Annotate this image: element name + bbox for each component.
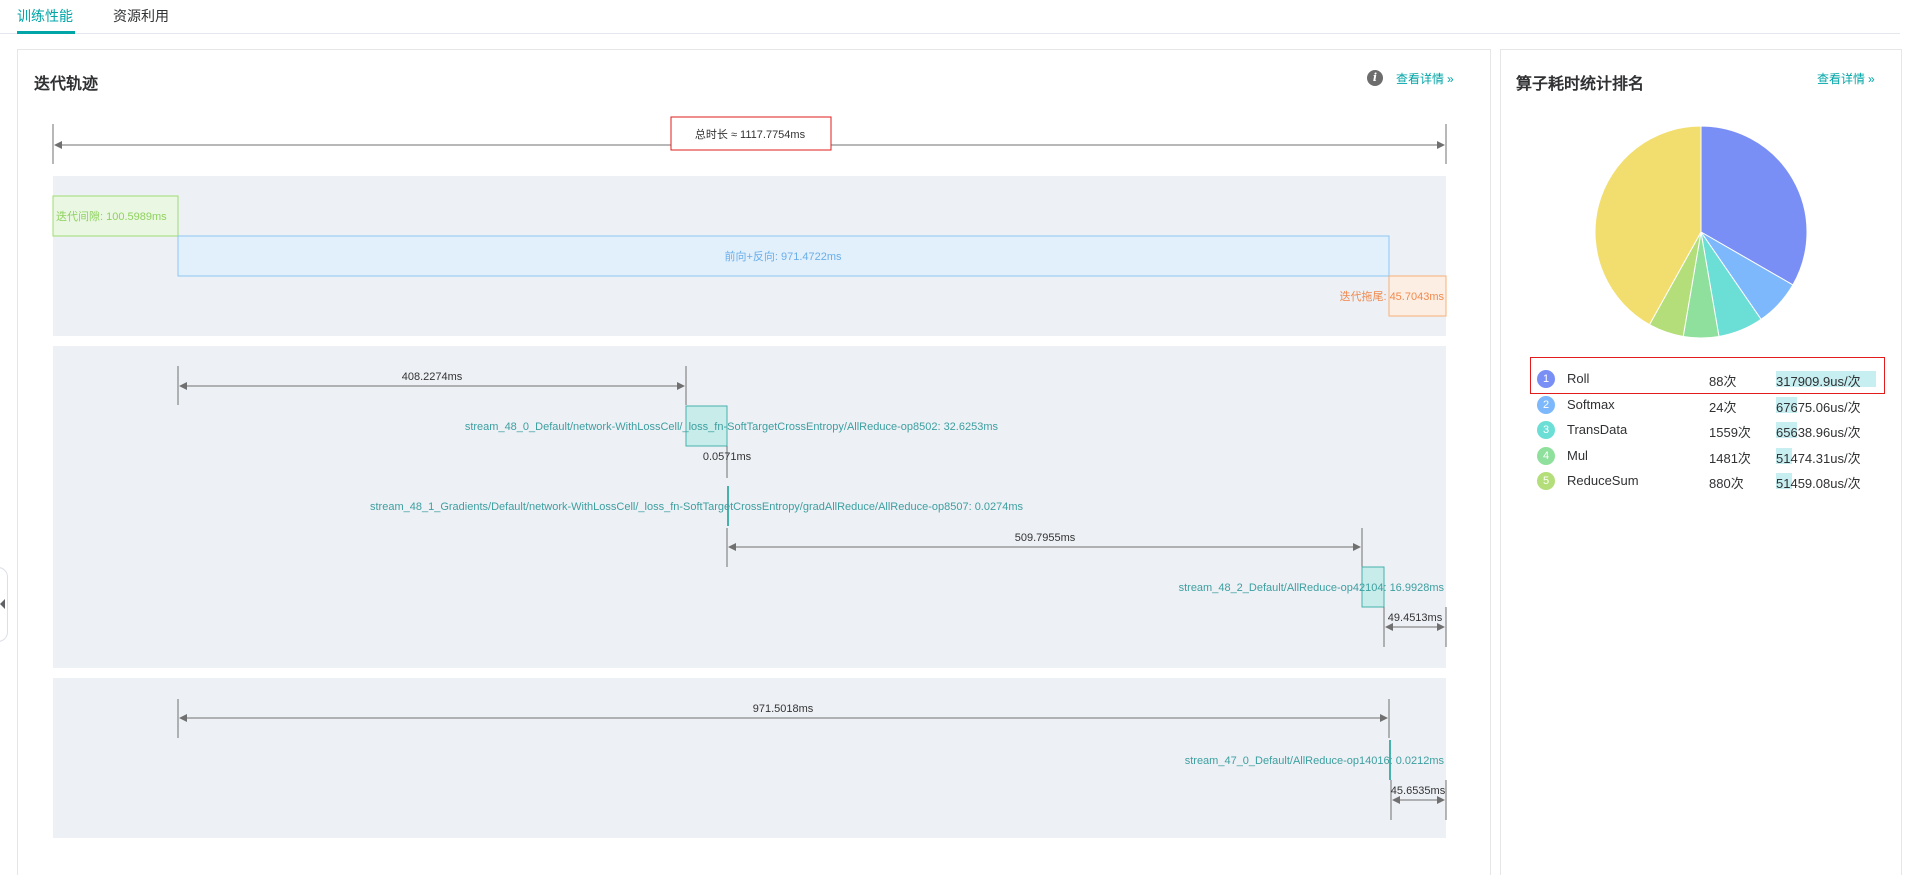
ranking-row[interactable]: 2 Softmax 24次 67675.06us/次	[1537, 395, 1877, 415]
stream48-gap1: 408.2274ms	[177, 366, 687, 405]
operator-avg-time: 317909.9us/次	[1776, 369, 1876, 389]
operator-name: TransData	[1567, 422, 1628, 437]
stream48-op2[interactable]: stream_48_1_Gradients/Default/network-Wi…	[370, 486, 1024, 526]
tail-bar[interactable]: 迭代拖尾: 45.7043ms	[1339, 275, 1447, 317]
operator-avg-time: 51459.08us/次	[1776, 471, 1861, 491]
step-gap-bar[interactable]: 迭代间隙: 100.5989ms	[52, 195, 179, 237]
fp-bp-bar[interactable]: 前向+反向: 971.4722ms	[177, 235, 1390, 277]
stream47-op1[interactable]: stream_47_0_Default/AllReduce-op14016: 0…	[1185, 740, 1445, 780]
stream48-op3[interactable]: stream_48_2_Default/AllReduce-op42104: 1…	[1179, 566, 1445, 608]
operator-name: Mul	[1567, 447, 1588, 463]
stream47-gap1: 971.5018ms	[177, 699, 1390, 738]
operator-count: 24次	[1709, 399, 1737, 415]
gap-label: 971.5018ms	[753, 703, 814, 715]
operator-avg-time: 67675.06us/次	[1776, 395, 1861, 415]
rank-number: 4	[1537, 446, 1555, 465]
operator-count: 1559次	[1709, 425, 1751, 440]
avg-time-bar	[1776, 447, 1792, 464]
view-details-link[interactable]: 查看详情»	[1817, 72, 1875, 86]
gap-label: 408.2274ms	[402, 371, 463, 383]
rank-number: 2	[1537, 395, 1555, 414]
gap-label: 509.7955ms	[1015, 532, 1076, 544]
operator-avg-time: 65638.96us/次	[1776, 420, 1861, 440]
info-icon[interactable]: i	[1367, 70, 1383, 86]
op-label: stream_48_1_Gradients/Default/network-Wi…	[370, 501, 1024, 513]
avg-time-bar	[1776, 473, 1792, 489]
card-title: 算子耗时统计排名	[1516, 76, 1645, 93]
card-title: 迭代轨迹	[34, 76, 99, 93]
tab-resource-utilization[interactable]: 资源利用	[113, 8, 169, 24]
operator-count: 1481次	[1709, 450, 1751, 466]
avg-time-bar	[1776, 422, 1797, 438]
operator-count: 880次	[1709, 476, 1744, 491]
operator-name: ReduceSum	[1567, 473, 1639, 488]
operator-name: Roll	[1567, 371, 1590, 386]
tab-bar: 训练性能 资源利用	[0, 0, 1900, 34]
ranking-row[interactable]: 1 Roll 88次 317909.9us/次	[1537, 369, 1877, 389]
tail-label: 迭代拖尾: 45.7043ms	[1339, 289, 1444, 303]
operator-name: Softmax	[1567, 396, 1615, 412]
ranking-row[interactable]: 3 TransData 1559次 65638.96us/次	[1537, 420, 1877, 440]
ranking-row[interactable]: 4 Mul 1481次 51474.31us/次	[1537, 446, 1877, 466]
active-tab-indicator	[17, 31, 75, 34]
rank-number: 1	[1537, 370, 1555, 388]
operator-ranking-card: 算子耗时统计排名 查看详情» 1 Roll 88次 317909.9us/次 2 Soft…	[1500, 49, 1902, 875]
op-label: stream_47_0_Default/AllReduce-op14016: 0…	[1185, 755, 1445, 767]
avg-time-bar	[1776, 396, 1797, 413]
stream48-gap2: 0.0571ms	[703, 446, 752, 478]
rank-number: 3	[1537, 421, 1555, 439]
operator-count: 88次	[1709, 374, 1737, 389]
gap-label: 0.0571ms	[703, 451, 752, 463]
step-gap-label: 迭代间隙: 100.5989ms	[56, 209, 167, 223]
view-details-link[interactable]: 查看详情»	[1396, 72, 1454, 86]
stream48-gap4: 49.4513ms	[1383, 607, 1447, 647]
gap-label: 49.4513ms	[1388, 612, 1443, 624]
avg-time-bar	[1776, 371, 1876, 387]
stream-47-section	[53, 678, 1446, 838]
gap-label: 45.6535ms	[1391, 785, 1446, 797]
stream-48-section	[53, 346, 1446, 668]
tab-training-performance[interactable]: 训练性能	[17, 8, 73, 24]
total-duration-highlight	[670, 116, 832, 151]
stream48-op1[interactable]: stream_48_0_Default/network-WithLossCell…	[465, 405, 999, 447]
stream47-gap2: 45.6535ms	[1390, 780, 1447, 820]
operator-ranking-list: 1 Roll 88次 317909.9us/次 2 Softmax 24次 67675.06u…	[1537, 369, 1877, 499]
total-duration-row: 总时长 ≈ 1117.7754ms	[52, 116, 1447, 164]
op-label: stream_48_2_Default/AllReduce-op42104: 1…	[1179, 582, 1445, 594]
operator-pie-chart	[1594, 125, 1808, 339]
operator-avg-time: 51474.31us/次	[1776, 446, 1861, 466]
total-duration-label: 总时长 ≈ 1117.7754ms	[695, 127, 806, 141]
chevron-left-icon	[0, 599, 5, 609]
stream48-gap3: 509.7955ms	[726, 528, 1363, 567]
pie-slice[interactable]	[1700, 125, 1808, 286]
op-label: stream_48_0_Default/network-WithLossCell…	[465, 421, 999, 433]
fp-bp-label: 前向+反向: 971.4722ms	[724, 249, 842, 263]
rank-number: 5	[1537, 472, 1555, 490]
pie-slice[interactable]	[1594, 125, 1702, 326]
ranking-row[interactable]: 5 ReduceSum 880次 51459.08us/次	[1537, 471, 1877, 491]
top-rank-highlight	[1530, 357, 1885, 394]
